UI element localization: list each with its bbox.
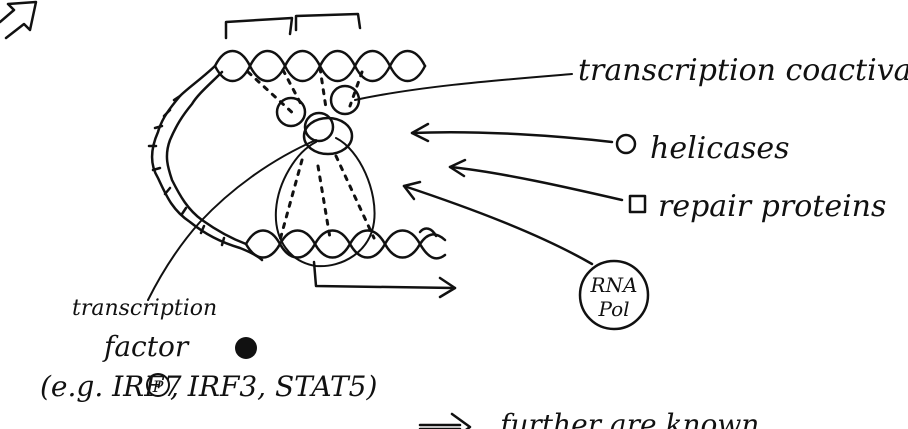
transcription-direction-arrow [314, 262, 455, 297]
transcription-factor-dot-icon [235, 337, 257, 359]
bottom-fragment-text: further are known [498, 408, 759, 429]
phospho-symbol: P [152, 377, 164, 396]
coactivator-label: transcription coactivator [578, 53, 908, 88]
dna-strand-bottom [246, 229, 445, 259]
rna-pol-label-line2: Pol [597, 297, 629, 321]
binding-site-brackets [226, 14, 360, 38]
rna-pol-label-line1: RNA [589, 273, 637, 297]
helicase-circle-icon [617, 135, 635, 153]
transcription-factor-label-line1: transcription [72, 296, 217, 321]
transcription-factor-label-line2: factor [102, 330, 190, 363]
coactivator-complex [277, 86, 359, 154]
helicases-label: helicases [650, 131, 790, 166]
dna-strand-top [215, 51, 425, 81]
label-pointer-lines [148, 74, 572, 300]
hollow-arrow-icon [420, 414, 470, 429]
recruitment-arrows [404, 124, 622, 264]
examples-suffix: , IRF3, STAT5) [170, 370, 377, 403]
dna-loop-left [149, 66, 262, 260]
hollow-arrow-icon [0, 2, 36, 38]
repair-proteins-label: repair proteins [658, 189, 886, 224]
repair-protein-square-icon [630, 196, 645, 212]
